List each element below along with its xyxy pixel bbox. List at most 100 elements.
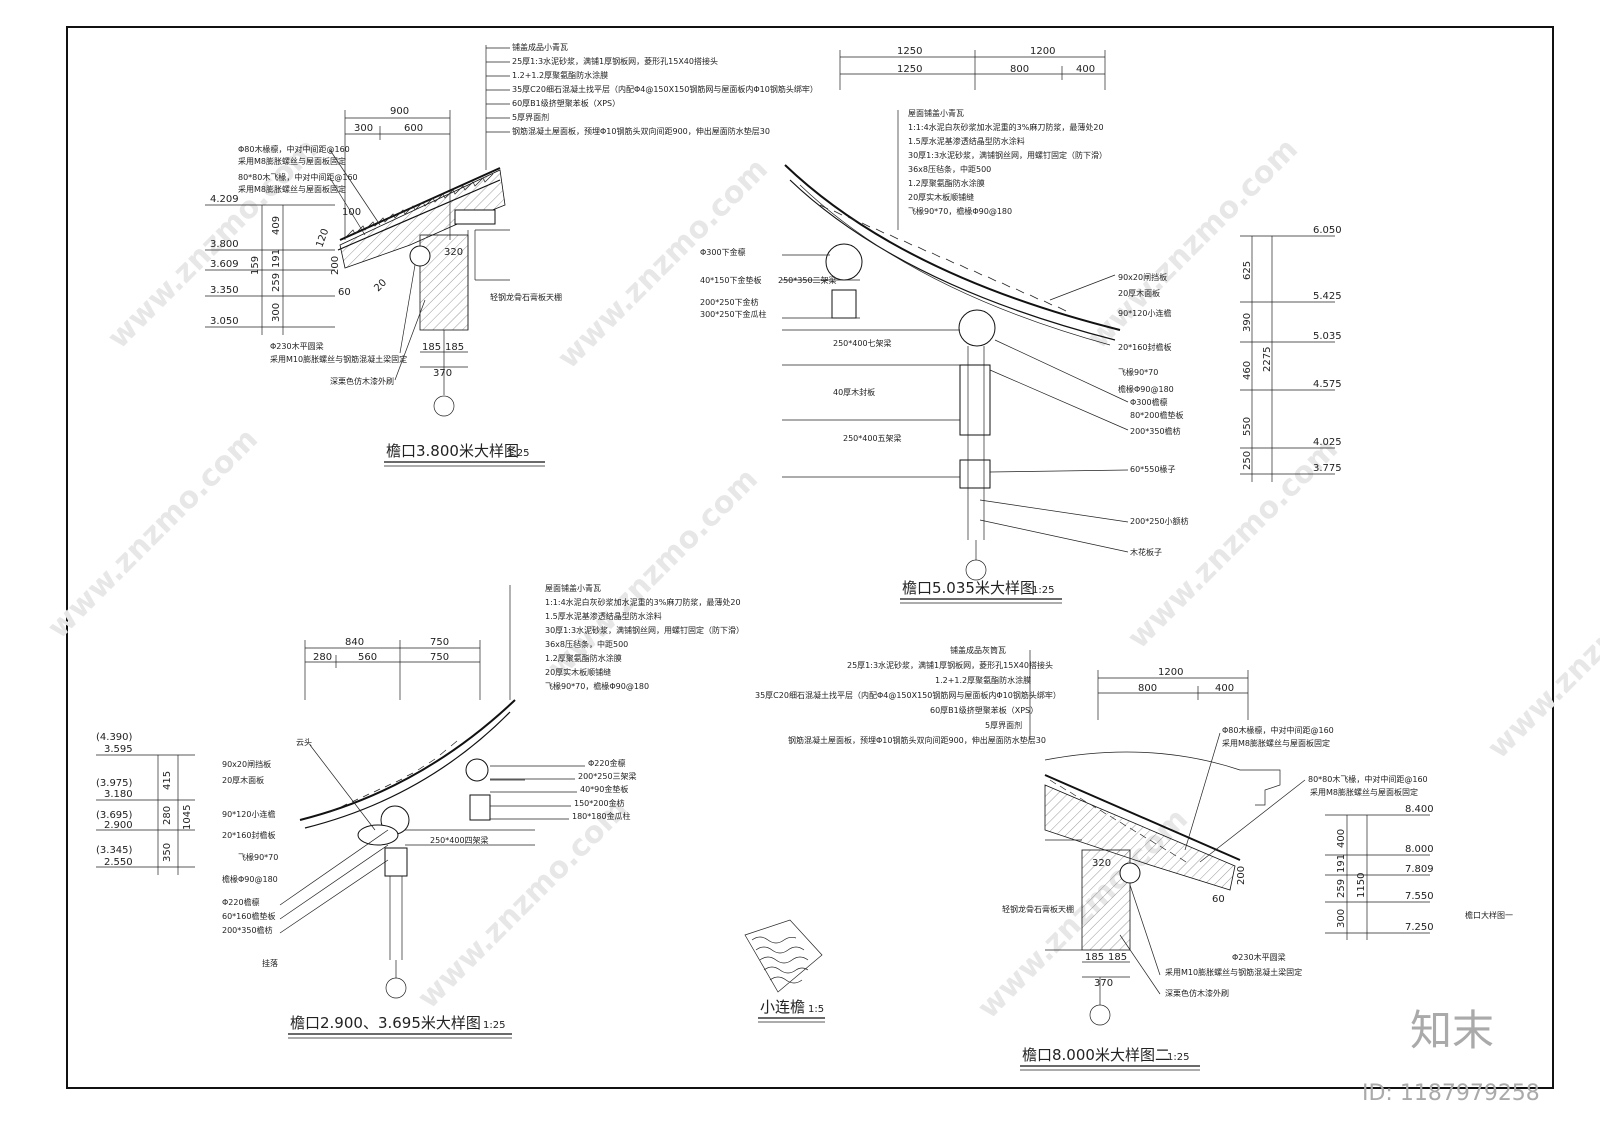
- elevation-label: 3.775: [1313, 463, 1342, 474]
- watermark-text: www.znzmo.com: [551, 152, 775, 376]
- detail-d: 小连檐 1:5: [744, 919, 825, 1023]
- roof-curve-b: [784, 164, 1121, 331]
- layer-note: 25厚1:3水泥砂浆，满铺1厚钢板网，菱形孔15X40搭接头: [512, 56, 718, 66]
- label: Φ300檐檩: [1130, 397, 1168, 407]
- dim: 750: [430, 652, 449, 663]
- elevation-label: 3.050: [210, 316, 239, 327]
- elevations-e: 8.400 8.000 7.809 7.550 7.250 400 191 25…: [1325, 804, 1434, 940]
- vdim: 300: [271, 303, 282, 322]
- purlin-b-upper: [825, 243, 863, 281]
- elevation-label: 3.800: [210, 239, 239, 250]
- right-notes-e: Φ80木椽檩，中对中间距@160 采用M8膨胀螺丝与屋面板固定 80*80木飞椽…: [1184, 725, 1428, 863]
- elevation-label: 4.025: [1313, 437, 1342, 448]
- watermark-text: www.znzmo.com: [411, 792, 635, 1016]
- label: 檐椽Φ90@180: [1118, 384, 1174, 394]
- label: 200*250下金枋: [700, 297, 759, 307]
- detail-d-title: 小连檐: [760, 998, 805, 1016]
- dim-a-120: 120: [314, 227, 331, 249]
- dim-a-200: 200: [330, 256, 341, 275]
- detail-b-scale: 1:25: [1032, 585, 1054, 596]
- vdim: 200: [1236, 866, 1247, 885]
- dim-a-320: 320: [444, 247, 463, 258]
- note: 采用M8膨胀螺丝与屋面板固定: [1310, 787, 1418, 797]
- label: 檐椽Φ90@180: [222, 874, 278, 884]
- note: 采用M10膨胀螺丝与钢筋混凝土梁固定: [270, 354, 407, 364]
- axis-bubble-c: [385, 977, 407, 999]
- axis-bubble-a: [433, 395, 455, 417]
- label: 80*200檐垫板: [1130, 410, 1183, 420]
- vdim: 191: [271, 249, 282, 268]
- vdim: 259: [1336, 879, 1347, 898]
- elevation-label: 7.550: [1405, 891, 1434, 902]
- note: 轻钢龙骨石膏板天棚: [1002, 904, 1074, 914]
- note: 采用M8膨胀螺丝与屋面板固定: [238, 184, 346, 194]
- sheet-border: [66, 26, 1554, 1089]
- label: 云头: [296, 737, 312, 747]
- note: 80*80木飞椽，中对中间距@160: [1308, 774, 1428, 784]
- dim: 185: [1108, 952, 1127, 963]
- elevation-label: 4.209: [210, 194, 239, 205]
- label: 飞椽90*70: [1118, 367, 1158, 377]
- elevation-label: 2.550: [104, 857, 133, 868]
- layer-note: 飞椽90*70，檐椽Φ90@180: [908, 206, 1012, 216]
- vdim: 250: [1242, 451, 1253, 470]
- layer-note: 1:1:4水泥白灰砂浆加水泥重的3%麻刀防浆，最薄处20: [908, 122, 1104, 132]
- vdim: 400: [1336, 829, 1347, 848]
- note: Φ230木平圆梁: [1232, 952, 1286, 962]
- vdim: 550: [1242, 417, 1253, 436]
- layer-note: 60厚B1级挤塑聚苯板（XPS）: [512, 98, 620, 108]
- layer-note: 1.2+1.2厚聚氨酯防水涂膜: [512, 70, 608, 80]
- dim: 1250: [897, 46, 922, 57]
- bottom-notes-a: Φ230木平圆梁 采用M10膨胀螺丝与钢筋混凝土梁固定 深栗色仿木漆外刷 轻钢龙…: [270, 264, 562, 386]
- axis-bubble-e: [1089, 1004, 1111, 1026]
- round-beam-a: [409, 245, 431, 267]
- right-labels-b: 90x20闸挡板 20厚木面板 90*120小连檐 20*160封檐板 飞椽90…: [979, 272, 1189, 557]
- elevation-label: 5.425: [1313, 291, 1342, 302]
- elevation-label: (3.695): [96, 810, 133, 821]
- brand-logo: 知末: [1410, 1006, 1494, 1055]
- layer-note: 1:1:4水泥白灰砂浆加水泥重的3%麻刀防浆，最薄处20: [545, 597, 741, 607]
- label: 90x20闸挡板: [1118, 272, 1167, 282]
- layer-note: 1.2厚聚氨酯防水涂膜: [908, 178, 985, 188]
- watermark-text: www.znzmo.com: [41, 422, 265, 646]
- dim: 800: [1010, 64, 1029, 75]
- elevation-label: 6.050: [1313, 225, 1342, 236]
- layer-note: 钢筋混凝土屋面板，预埋Φ10钢筋头双向间距900，伸出屋面防水垫层30: [788, 735, 1046, 745]
- detail-c-scale: 1:25: [483, 1020, 505, 1031]
- layer-note: 36x8压毡条，中距500: [545, 639, 628, 649]
- watermark-text: www.znzmo.com: [541, 462, 765, 686]
- layer-note: 飞椽90*70，檐椽Φ90@180: [545, 681, 649, 691]
- detail-c: 840 750 280 560 750 屋面铺盖小青瓦 1:1:4水泥白灰砂浆加…: [96, 583, 744, 1039]
- label: 250*400七架梁: [833, 339, 892, 348]
- elevation-label: 5.035: [1313, 331, 1342, 342]
- layer-note: 屋面铺盖小青瓦: [545, 583, 601, 593]
- layer-note: 20厚实木板顺铺缝: [545, 667, 611, 677]
- dim-a-20: 20: [372, 277, 389, 294]
- label: 飞椽90*70: [238, 852, 278, 862]
- elevation-label: 7.250: [1405, 922, 1434, 933]
- note: 轻钢龙骨石膏板天棚: [490, 292, 562, 302]
- elevation-label: 3.180: [104, 789, 133, 800]
- vdim: 280: [162, 806, 173, 825]
- dim-a-185b: 185: [445, 342, 464, 353]
- label: 40*90金垫板: [580, 784, 628, 794]
- vdim: 1045: [182, 805, 193, 830]
- label: 60*160檐垫板: [222, 911, 275, 921]
- label: 250*400五架梁: [843, 434, 902, 443]
- detail-b: 1250 1200 1250 800 400 Φ300下金檩 40*150下金垫…: [700, 46, 1342, 604]
- note: 深栗色仿木漆外刷: [1165, 988, 1229, 998]
- note: 采用M8膨胀螺丝与屋面板固定: [1222, 738, 1330, 748]
- note: 深栗色仿木漆外刷: [330, 376, 394, 386]
- dim: 370: [1094, 978, 1113, 989]
- vdim: 1150: [1356, 873, 1367, 898]
- dim: 320: [1092, 858, 1111, 869]
- layer-note: 20厚实木板顺铺缝: [908, 192, 974, 202]
- label: 90*120小连檐: [222, 809, 275, 819]
- layer-note: 铺盖成品灰筒瓦: [950, 645, 1006, 655]
- elevation-label: 3.595: [104, 744, 133, 755]
- elevation-label: 8.000: [1405, 844, 1434, 855]
- watermark-text: www.znzmo.com: [1481, 542, 1600, 766]
- layer-notes-e: 铺盖成品灰筒瓦 25厚1:3水泥砂浆，满铺1厚钢板网，菱形孔15X40搭接头 1…: [755, 645, 1061, 745]
- vdim: 460: [1242, 361, 1253, 380]
- label: 200*350檐枋: [222, 925, 273, 935]
